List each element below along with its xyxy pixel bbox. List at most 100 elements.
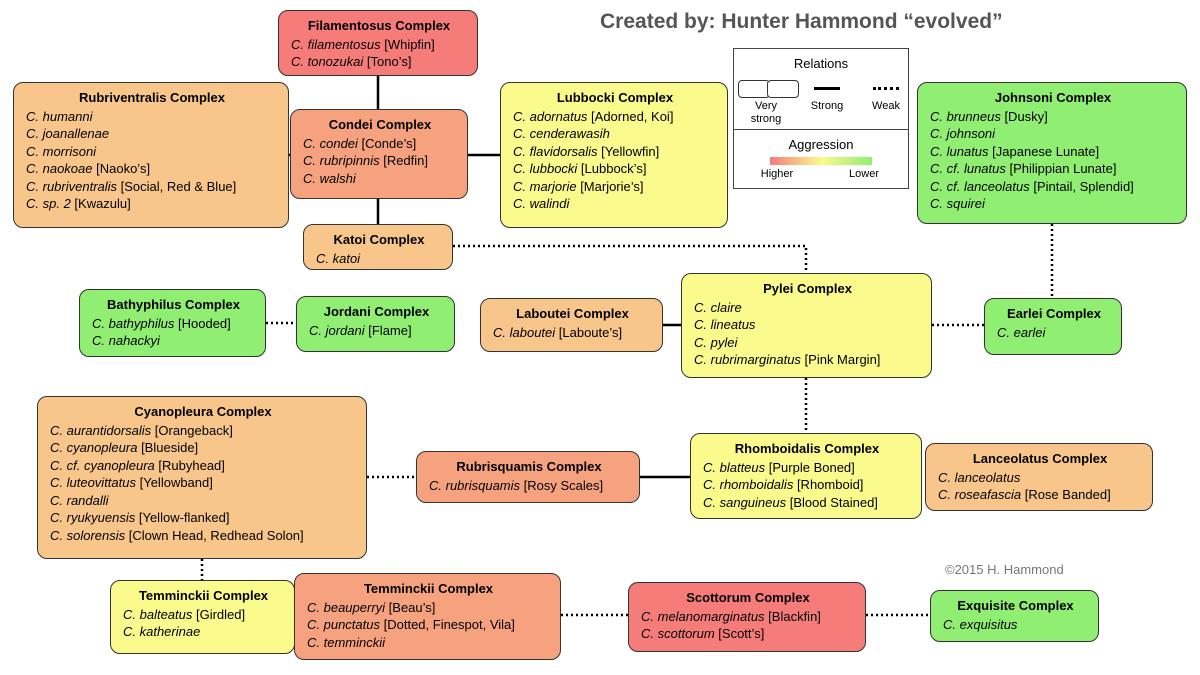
species-name: C. lunatus [930,143,989,159]
species-entry: C. claire [694,299,921,317]
species-entry: C. rhomboidalis [Rhomboid] [703,476,911,494]
species-common-name: [Pintail, Splendid] [1029,178,1134,194]
complex-title: Lubbocki Complex [556,90,674,105]
species-common-name: [Yellowband] [136,475,213,490]
species-entry: C. punctatus [Dotted, Finespot, Vila] [307,616,550,634]
species-common-name: [Yellowfin] [597,143,660,159]
species-name: C. ryukyuensis [50,510,136,525]
species-entry: C. nahackyi [92,332,255,350]
species-common-name: [Hooded] [174,315,231,331]
species-name: C. earlei [997,324,1046,340]
species-name: C. cyanopleura [50,440,138,455]
species-entry: C. temminckii [307,634,550,652]
species-name: C. flavidorsalis [513,143,598,159]
species-entry: C. aurantidorsalis [Orangeback] [50,422,356,440]
species-name: C. pylei [694,334,738,350]
complex-title: Condei Complex [328,117,432,132]
species-entry: C. luteovittatus [Yellowband] [50,474,356,492]
copyright: ©2015 H. Hammond [945,562,1064,577]
species-entry: C. sanguineus [Blood Stained] [703,494,911,512]
species-common-name: [Blackfin] [764,608,821,624]
species-entry: C. rubripinnis [Redfin] [303,152,457,170]
species-entry: C. balteatus [Girdled] [123,606,284,624]
species-name: C. katherinae [123,624,201,639]
complex-title: Rubriventralis Complex [79,90,225,105]
complex-title: Cyanopleura Complex [134,404,272,419]
species-name: C. temminckii [307,634,386,650]
species-entry: C. earlei [997,324,1111,342]
species-name: C. tonozukai [291,54,364,69]
species-name: C. laboutei [493,324,556,340]
species-name: C. claire [694,299,742,315]
species-entry: C. sp. 2 [Kwazulu] [26,195,278,213]
species-name: C. cf. lanceolatus [930,178,1030,194]
legend-very-strong-box-left [738,80,770,98]
species-entry: C. squirei [930,195,1176,213]
legend-very-strong-label: Very strong [750,100,782,125]
species-common-name: [Rosy Scales] [520,477,604,493]
species-entry: C. katoi [316,250,442,268]
species-common-name: [Rubyhead] [154,457,225,473]
complex-title: Johnsoni Complex [994,90,1112,105]
legend-very-strong-box-right [767,80,799,98]
species-name: C. marjorie [513,178,577,194]
species-common-name: [Dotted, Finespot, Vila] [380,617,515,632]
species-entry: C. randalli [50,492,356,510]
species-entry: C. beauperryi [Beau’s] [307,599,550,617]
species-entry: C. laboutei [Laboute’s] [493,324,652,342]
legend-relations-title: Relations [793,56,849,71]
species-name: C. roseafascia [938,487,1022,502]
species-entry: C. solorensis [Clown Head, Redhead Solon… [50,527,356,545]
legend: Relations Very strong Strong Weak Aggres… [733,48,909,189]
species-entry: C. cenderawasih [513,125,717,143]
species-entry: C. walshi [303,170,457,188]
species-entry: C. lunatus [Japanese Lunate] [930,143,1176,161]
species-entry: C. marjorie [Marjorie’s] [513,178,717,196]
legend-weak-line [873,87,899,90]
species-name: C. walshi [303,170,356,186]
species-name: C. scottorum [641,626,715,641]
species-common-name: [Scott’s] [714,626,765,641]
species-name: C. rubripinnis [303,153,380,168]
complex-node-earlei: Earlei Complex C. earlei [984,298,1122,355]
author-title: Created by: Hunter Hammond “evolved” [600,10,1003,33]
species-name: C. blatteus [703,459,766,475]
species-name: C. lubbocki [513,161,578,176]
species-name: C. luteovittatus [50,475,136,490]
species-name: C. rubrisquamis [429,477,521,493]
species-entry: C. rubrisquamis [Rosy Scales] [429,477,629,495]
legend-strong-line [814,87,840,90]
species-name: C. punctatus [307,617,380,632]
species-name: C. naokoae [26,161,93,176]
species-name: C. bathyphilus [92,315,175,331]
species-entry: C. rubrimarginatus [Pink Margin] [694,351,921,369]
species-common-name: [Clown Head, Redhead Solon] [125,527,304,543]
legend-aggression-title: Aggression [788,137,854,152]
species-name: C. rubriventralis [26,178,118,194]
species-name: C. sp. 2 [26,196,71,211]
complex-title: Jordani Complex [323,304,430,319]
complex-title: Exquisite Complex [957,598,1074,613]
species-common-name: [Orangeback] [151,422,233,438]
complex-title: Filamentosus Complex [307,18,451,33]
species-name: C. balteatus [123,606,193,622]
species-entry: C. scottorum [Scott’s] [641,625,855,643]
species-entry: C. adornatus [Adorned, Koi] [513,108,717,126]
legend-aggression-gradient [770,157,872,165]
species-name: C. lineatus [694,317,756,332]
species-name: C. rubrimarginatus [694,352,801,367]
species-name: C. beauperryi [307,599,386,615]
species-name: C. lanceolatus [938,469,1021,485]
species-name: C. adornatus [513,108,588,124]
species-common-name: [Marjorie’s] [576,178,644,194]
species-common-name: [Lubbock’s] [577,161,647,176]
species-entry: C. lanceolatus [938,469,1142,487]
species-entry: C. naokoae [Naoko’s] [26,160,278,178]
complex-title: Earlei Complex [1007,306,1101,321]
species-name: C. sanguineus [703,494,787,510]
